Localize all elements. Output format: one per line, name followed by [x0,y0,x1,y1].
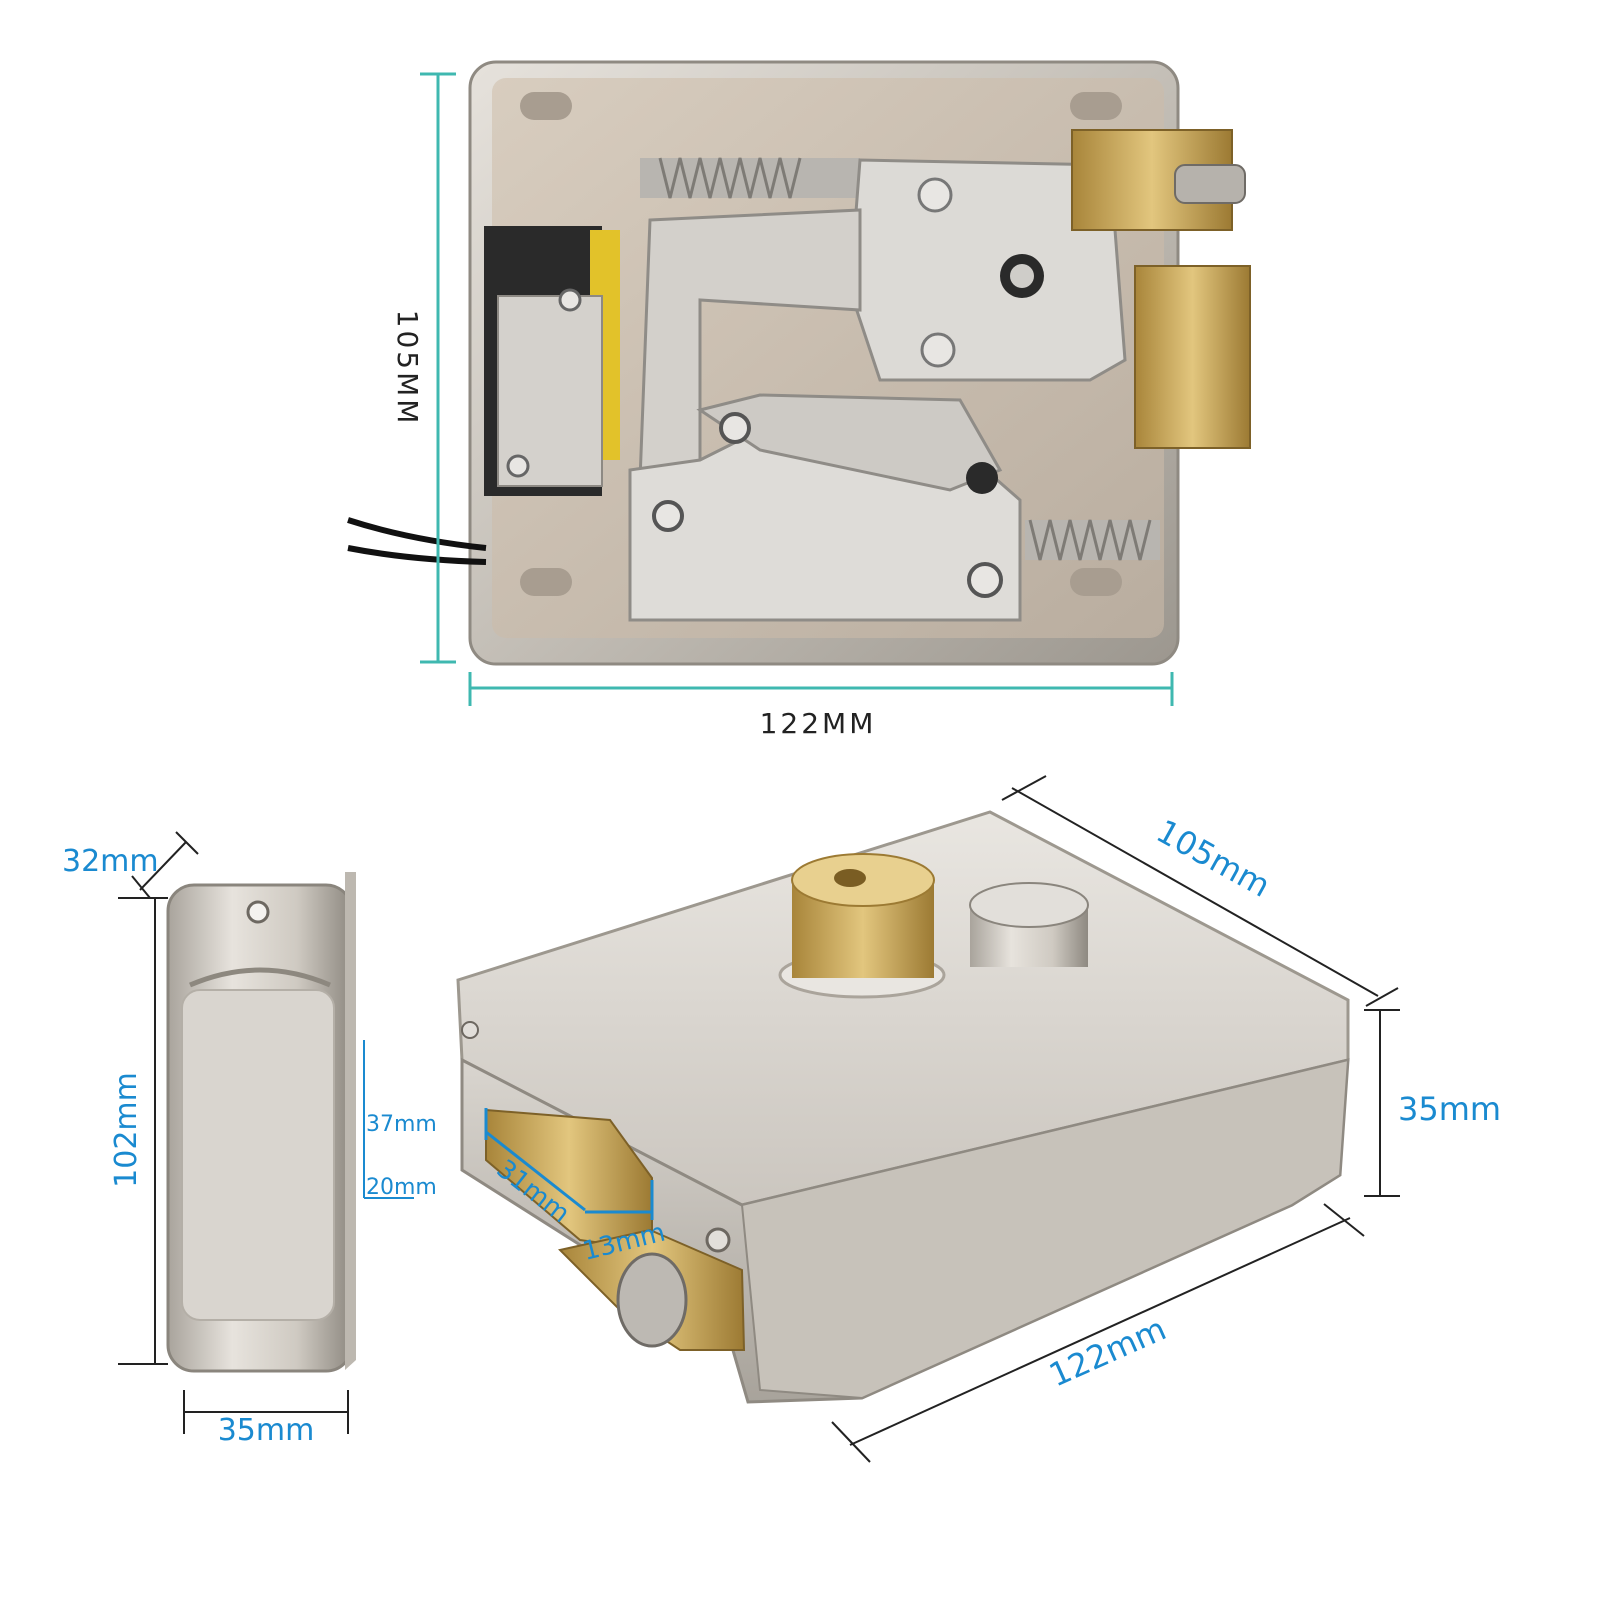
side-width-label: 35mm [218,1413,315,1448]
side-offset-label-2: 20mm [366,1175,437,1200]
persp-height-label: 35mm [1398,1090,1501,1128]
spring-coils [658,157,802,199]
screw [1010,264,1034,288]
side-height-label: 102mm [109,1072,144,1188]
persp-depth-label: 105mm [1150,812,1276,905]
screw [652,500,684,532]
persp-depth-dimension [1001,775,1399,1007]
persp-height-dimension [1364,1009,1400,1197]
side-screw-hole [246,900,270,924]
screw [920,332,956,368]
front-screw [461,1021,479,1039]
side-highlight [189,967,331,988]
side-view-lock [166,872,356,1373]
side-depth-dimension [131,831,199,899]
side-offset-dimension [363,1040,414,1199]
top-view-lock [347,60,1251,666]
side-height-dimension [118,897,168,1365]
side-depth-label: 32mm [62,844,159,879]
persp-width-dimension [831,1203,1365,1463]
mount-slot [520,92,572,120]
latch-roller [1174,164,1246,204]
side-offset-label-1: 37mm [366,1112,437,1137]
mount-slot [1070,92,1122,120]
screw [558,288,582,312]
top-height-dimension [420,72,456,664]
mount-slot [520,568,572,596]
keyhole [834,869,866,887]
solenoid-bracket [497,295,603,487]
latch-roller-front [616,1252,688,1348]
mount-slot [1070,568,1122,596]
perspective-lock [456,810,1350,1404]
front-screw [705,1227,731,1253]
spring [640,158,860,198]
wire [347,545,487,565]
top-width-label: 122MM [760,707,877,740]
bolt-length-dimension [484,1108,586,1212]
top-width-dimension [468,672,1174,706]
spring-coils [1028,519,1152,561]
top-height-label: 105MM [391,310,424,427]
side-flange [345,872,356,1370]
bolt-width-dimension [585,1180,654,1220]
side-face [181,989,335,1321]
side-width-dimension [183,1390,349,1434]
screw [719,412,751,444]
link-arm [696,393,1003,492]
screw [966,462,998,494]
screw [506,454,530,478]
brass-dead-bolt [1134,265,1251,449]
box-right-face [740,1058,1350,1400]
wire [347,517,487,551]
screw [917,177,953,213]
screw [967,562,1003,598]
release-button-top [969,882,1089,928]
persp-width-label: 122mm [1043,1309,1171,1394]
